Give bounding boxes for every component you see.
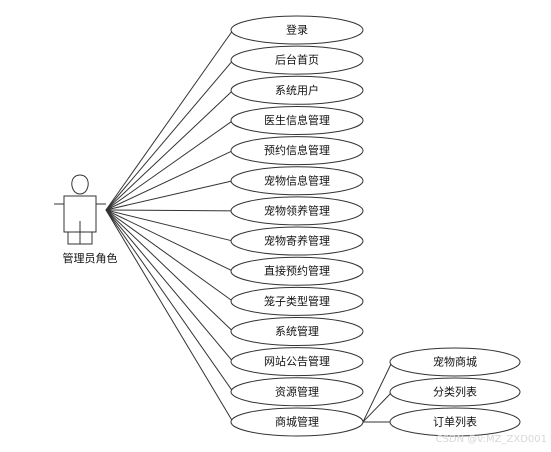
use-case-label: 网站公告管理 — [264, 354, 330, 368]
use-case-ellipse — [230, 286, 364, 316]
association-line — [105, 209, 234, 242]
use-case-node: 商城管理 — [230, 407, 364, 437]
use-case-label: 预约信息管理 — [264, 143, 330, 157]
association-line — [105, 59, 234, 211]
use-case-ellipse — [230, 407, 364, 437]
use-case-node: 预约信息管理 — [230, 136, 364, 166]
use-case-label: 登录 — [286, 23, 308, 37]
sub-use-case-ellipse — [389, 347, 521, 377]
sub-use-case-node: 分类列表 — [389, 377, 521, 407]
use-case-ellipse — [230, 377, 364, 407]
association-line — [105, 180, 234, 211]
association-line — [105, 29, 234, 211]
use-case-ellipse — [230, 45, 364, 75]
sub-use-case-label: 宠物商城 — [433, 355, 477, 369]
association-line — [105, 209, 234, 302]
use-case-label: 宠物寄养管理 — [264, 234, 330, 248]
association-line — [105, 209, 234, 212]
use-case-ellipse — [230, 15, 364, 45]
actor-label: 管理员角色 — [63, 251, 118, 265]
use-case-node: 笼子类型管理 — [230, 286, 364, 316]
sub-use-case-label: 分类列表 — [433, 385, 477, 399]
use-case-node: 资源管理 — [230, 377, 364, 407]
use-case-label: 系统管理 — [275, 324, 319, 338]
association-line — [105, 209, 234, 393]
use-case-node: 后台首页 — [230, 45, 364, 75]
use-case-ellipse — [230, 105, 364, 135]
use-case-label: 医生信息管理 — [264, 113, 330, 127]
association-line — [105, 209, 234, 332]
association-line — [105, 209, 234, 362]
watermark: CSDN @v:MZ_ZXD001 — [436, 434, 547, 445]
use-case-label: 宠物领养管理 — [264, 203, 330, 217]
use-case-ellipse — [230, 75, 364, 105]
use-case-node: 宠物信息管理 — [230, 166, 364, 196]
association-line — [105, 150, 234, 211]
use-case-ellipse — [230, 136, 364, 166]
sub-use-case-ellipse — [389, 377, 521, 407]
use-case-node: 直接预约管理 — [230, 256, 364, 286]
use-case-node: 系统用户 — [230, 75, 364, 105]
actor-administrator: 管理员角色 — [54, 174, 118, 265]
use-case-label: 后台首页 — [275, 53, 319, 67]
use-case-label: 资源管理 — [275, 384, 319, 398]
use-case-label: 直接预约管理 — [264, 264, 330, 278]
use-case-list: 登录后台首页系统用户医生信息管理预约信息管理宠物信息管理宠物领养管理宠物寄养管理… — [230, 15, 364, 437]
use-case-label: 宠物信息管理 — [264, 173, 330, 187]
sub-use-case-node: 宠物商城 — [389, 347, 521, 377]
association-line — [105, 209, 234, 272]
sub-use-case-node: 订单列表 — [389, 407, 521, 437]
sub-use-case-ellipse — [389, 407, 521, 437]
use-case-ellipse — [230, 317, 364, 346]
association-line — [105, 89, 234, 211]
association-line — [105, 209, 234, 423]
use-case-ellipse — [230, 196, 364, 226]
use-case-ellipse — [230, 166, 364, 196]
use-case-label: 系统用户 — [275, 83, 319, 97]
use-case-node: 医生信息管理 — [230, 105, 364, 135]
sub-association-line — [362, 391, 393, 423]
use-case-ellipse — [230, 347, 364, 377]
use-case-ellipse — [230, 256, 364, 286]
use-case-ellipse — [230, 226, 364, 256]
sub-use-case-label: 订单列表 — [433, 415, 477, 429]
use-case-node: 登录 — [230, 15, 364, 45]
association-line — [105, 120, 234, 211]
use-case-node: 系统管理 — [230, 317, 364, 346]
use-case-node: 宠物寄养管理 — [230, 226, 364, 256]
use-case-label: 笼子类型管理 — [264, 294, 330, 308]
association-lines — [105, 29, 393, 423]
sub-association-line — [362, 361, 393, 423]
use-case-label: 商城管理 — [275, 414, 319, 428]
actor-icon — [54, 174, 106, 245]
use-case-node: 网站公告管理 — [230, 347, 364, 377]
use-case-node: 宠物领养管理 — [230, 196, 364, 226]
